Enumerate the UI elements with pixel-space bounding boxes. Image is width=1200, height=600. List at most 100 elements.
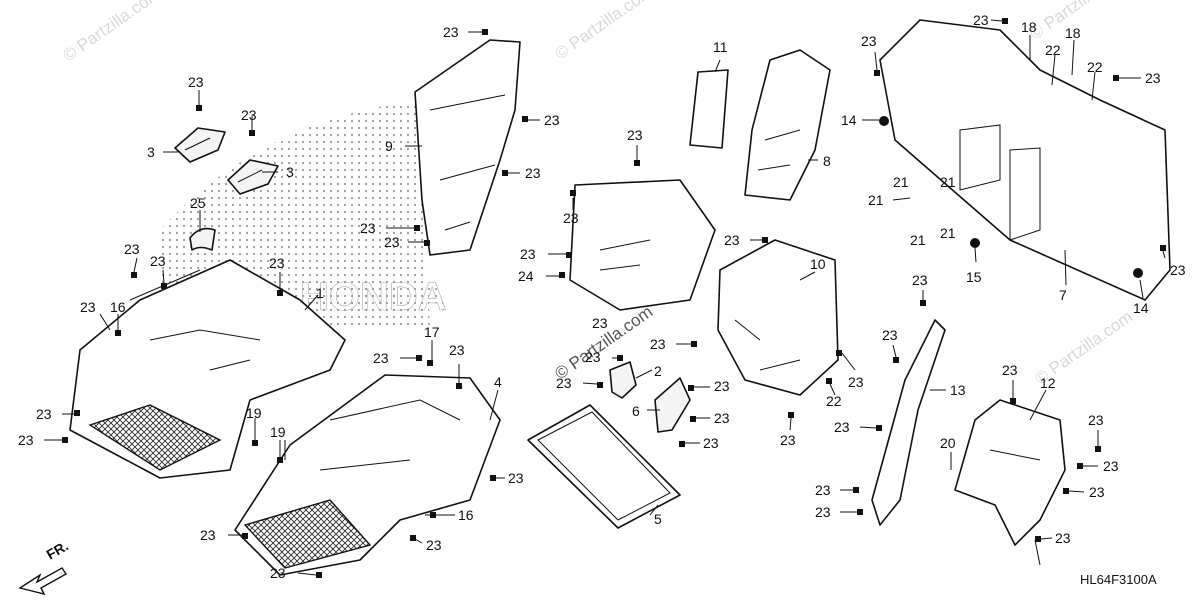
callout-21[interactable]: 21 bbox=[868, 192, 884, 208]
callout-16[interactable]: 16 bbox=[458, 507, 474, 523]
callout-23[interactable]: 23 bbox=[650, 336, 666, 352]
callout-23[interactable]: 23 bbox=[1055, 530, 1071, 546]
callout-17[interactable]: 17 bbox=[424, 324, 440, 340]
callout-20[interactable]: 20 bbox=[940, 435, 956, 451]
part-11-panel[interactable] bbox=[689, 69, 729, 149]
callout-23[interactable]: 23 bbox=[520, 246, 536, 262]
callout-23[interactable]: 23 bbox=[585, 349, 601, 365]
callout-23[interactable]: 23 bbox=[861, 33, 877, 49]
callout-23[interactable]: 23 bbox=[973, 12, 989, 28]
callout-23[interactable]: 23 bbox=[241, 107, 257, 123]
callout-3[interactable]: 3 bbox=[147, 144, 155, 160]
callout-10[interactable]: 10 bbox=[810, 256, 826, 272]
callout-23[interactable]: 23 bbox=[1088, 412, 1104, 428]
callout-23[interactable]: 23 bbox=[18, 432, 34, 448]
callout-2[interactable]: 2 bbox=[654, 363, 662, 379]
callout-25[interactable]: 25 bbox=[190, 195, 206, 211]
callout-23[interactable]: 23 bbox=[188, 74, 204, 90]
callout-23[interactable]: 23 bbox=[124, 241, 140, 257]
callout-23[interactable]: 23 bbox=[848, 374, 864, 390]
callout-5[interactable]: 5 bbox=[654, 511, 662, 527]
callout-23[interactable]: 23 bbox=[544, 112, 560, 128]
callout-23[interactable]: 23 bbox=[360, 220, 376, 236]
callout-23[interactable]: 23 bbox=[592, 315, 608, 331]
callout-19[interactable]: 19 bbox=[246, 405, 262, 421]
callout-23[interactable]: 23 bbox=[815, 504, 831, 520]
callout-14[interactable]: 14 bbox=[841, 112, 857, 128]
callout-23[interactable]: 23 bbox=[815, 482, 831, 498]
callout-23[interactable]: 23 bbox=[1103, 458, 1119, 474]
callout-23[interactable]: 23 bbox=[200, 527, 216, 543]
part-7-rear-bulkhead[interactable] bbox=[879, 19, 1171, 301]
callout-8[interactable]: 8 bbox=[823, 153, 831, 169]
part-9-side-panel[interactable] bbox=[414, 39, 521, 256]
part-2-bracket[interactable] bbox=[609, 361, 637, 399]
part-10-rear-panel[interactable] bbox=[717, 239, 839, 396]
callout-23[interactable]: 23 bbox=[724, 232, 740, 248]
callout-23[interactable]: 23 bbox=[627, 127, 643, 143]
callout-23[interactable]: 23 bbox=[150, 253, 166, 269]
callout-14[interactable]: 14 bbox=[1133, 300, 1149, 316]
part-3-block-lower[interactable] bbox=[227, 159, 279, 195]
front-arrow-icon bbox=[18, 567, 68, 596]
part-1-front-floor[interactable] bbox=[69, 259, 346, 479]
callout-23[interactable]: 23 bbox=[714, 410, 730, 426]
callout-9[interactable]: 9 bbox=[385, 138, 393, 154]
callout-23[interactable]: 23 bbox=[563, 210, 579, 226]
callout-23[interactable]: 23 bbox=[780, 432, 796, 448]
callout-23[interactable]: 23 bbox=[373, 350, 389, 366]
callout-21[interactable]: 21 bbox=[940, 225, 956, 241]
callout-15[interactable]: 15 bbox=[966, 269, 982, 285]
callout-6[interactable]: 6 bbox=[632, 403, 640, 419]
callout-3[interactable]: 3 bbox=[286, 164, 294, 180]
callout-18[interactable]: 18 bbox=[1065, 25, 1081, 41]
callout-23[interactable]: 23 bbox=[443, 24, 459, 40]
callout-23[interactable]: 23 bbox=[714, 378, 730, 394]
callout-7[interactable]: 7 bbox=[1059, 287, 1067, 303]
callout-19[interactable]: 19 bbox=[270, 424, 286, 440]
part-13-side-strip[interactable] bbox=[871, 319, 946, 526]
callout-23[interactable]: 23 bbox=[912, 272, 928, 288]
callout-21[interactable]: 21 bbox=[940, 174, 956, 190]
callout-13[interactable]: 13 bbox=[950, 382, 966, 398]
callout-23[interactable]: 23 bbox=[270, 565, 286, 581]
callout-23[interactable]: 23 bbox=[1002, 362, 1018, 378]
callout-23[interactable]: 23 bbox=[384, 234, 400, 250]
callout-21[interactable]: 21 bbox=[910, 232, 926, 248]
callout-23[interactable]: 23 bbox=[882, 327, 898, 343]
callout-11[interactable]: 11 bbox=[713, 39, 728, 55]
callout-12[interactable]: 12 bbox=[1040, 375, 1056, 391]
callout-23[interactable]: 23 bbox=[1145, 70, 1161, 86]
callout-24[interactable]: 24 bbox=[518, 268, 534, 284]
part-5-floor-mat[interactable] bbox=[527, 404, 681, 529]
callout-18[interactable]: 18 bbox=[1021, 19, 1037, 35]
part-6-bracket[interactable] bbox=[654, 377, 691, 433]
part-8-cover[interactable] bbox=[744, 49, 831, 201]
callout-23[interactable]: 23 bbox=[449, 342, 465, 358]
part-3-block-upper[interactable] bbox=[174, 127, 226, 163]
callout-16[interactable]: 16 bbox=[110, 299, 126, 315]
part-25-clip[interactable] bbox=[189, 227, 216, 251]
callout-21[interactable]: 21 bbox=[893, 174, 909, 190]
diagram-code: HL64F3100A bbox=[1080, 572, 1157, 587]
part-12-side-cover[interactable] bbox=[954, 399, 1066, 546]
callout-22[interactable]: 22 bbox=[1087, 59, 1103, 75]
callout-23[interactable]: 23 bbox=[269, 255, 285, 271]
callout-22[interactable]: 22 bbox=[1045, 42, 1061, 58]
callout-23[interactable]: 23 bbox=[1170, 262, 1186, 278]
callout-23[interactable]: 23 bbox=[525, 165, 541, 181]
callout-4[interactable]: 4 bbox=[494, 374, 502, 390]
callout-23[interactable]: 23 bbox=[508, 470, 524, 486]
callout-22[interactable]: 22 bbox=[826, 393, 842, 409]
callout-23[interactable]: 23 bbox=[834, 419, 850, 435]
seat-base-left[interactable] bbox=[569, 179, 716, 311]
callout-23[interactable]: 23 bbox=[703, 435, 719, 451]
callout-23[interactable]: 23 bbox=[426, 537, 442, 553]
watermark-2: © Partzilla.com bbox=[551, 0, 656, 63]
part-4-center-console[interactable] bbox=[234, 374, 501, 576]
callout-23[interactable]: 23 bbox=[80, 299, 96, 315]
callout-1[interactable]: 1 bbox=[316, 285, 324, 301]
callout-23[interactable]: 23 bbox=[36, 406, 52, 422]
callout-23[interactable]: 23 bbox=[556, 375, 572, 391]
callout-23[interactable]: 23 bbox=[1089, 484, 1105, 500]
